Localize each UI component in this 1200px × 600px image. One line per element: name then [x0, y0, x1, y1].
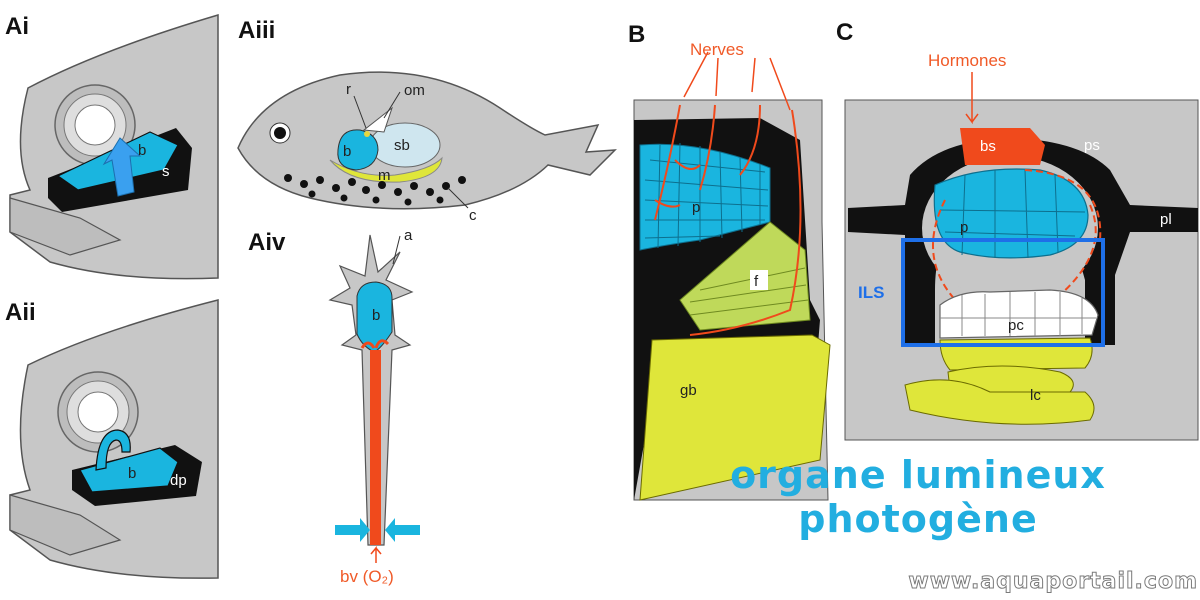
jaw-ai: [9, 197, 122, 256]
label-aiii-m: m: [378, 167, 391, 184]
blood-vessel-aiv: [370, 350, 381, 545]
title-line1: organe lumineux: [730, 453, 1106, 497]
hormone-arrow-icon: [965, 72, 979, 125]
label-ai-s: s: [162, 163, 170, 180]
title-line2: photogène: [798, 497, 1037, 541]
o2-arrow-icon: [370, 545, 382, 563]
photocyte-p-b: [639, 143, 771, 251]
label-aiii-c: c: [469, 207, 477, 224]
label-aii-dp: dp: [170, 472, 187, 489]
leader-a-aiv: [392, 235, 401, 265]
label-c-p: p: [960, 219, 968, 236]
panel-label-aii: Aii: [5, 299, 36, 326]
nerve-arrows-icon: [683, 51, 791, 111]
label-aiii-om: om: [404, 82, 425, 99]
fish-pupil-aiii: [274, 127, 286, 139]
leader-om-aiii: [383, 91, 401, 119]
label-b-nerves: Nerves: [690, 40, 744, 59]
label-c-hormones: Hormones: [928, 51, 1006, 70]
organ-b-aiv: [356, 281, 393, 353]
panel-aiii: Aiii r om b sb m c: [237, 17, 617, 224]
label-aiv-a: a: [404, 227, 413, 244]
panel-c: C Hormones bs ps p pl ILS pc lc: [836, 19, 1199, 441]
jaw-aii: [9, 494, 122, 556]
label-c-ils: ILS: [858, 283, 884, 302]
label-aii-b: b: [128, 465, 136, 482]
eye-pupil-ai: [74, 104, 116, 146]
layer-lc-1: [939, 337, 1093, 371]
arrow-icon-ai: [102, 137, 142, 197]
capillaries-aiv: [360, 339, 390, 349]
label-aiv-bv: bv (O₂): [340, 567, 394, 586]
leader-c-aiii: [447, 187, 469, 209]
panel-label-aiii: Aiii: [238, 17, 275, 44]
photophore-dots-aiii: [284, 174, 466, 206]
cells-pc-c: [939, 289, 1099, 339]
gland-bs-c: [960, 128, 1045, 165]
label-b-f-bg: [750, 270, 768, 290]
hormone-paths-c: [932, 169, 1102, 306]
panel-aiv: Aiv a b bv (O₂): [248, 227, 420, 586]
nerve-fibers-b: [654, 104, 802, 336]
filter-f-b: [679, 221, 811, 331]
panel-label-c: C: [836, 19, 853, 46]
label-ai-b: b: [138, 142, 146, 159]
label-c-lc: lc: [1030, 387, 1041, 404]
reflector-r-aiii: [362, 106, 394, 133]
label-c-bs: bs: [980, 138, 996, 155]
ils-frame-c: [901, 238, 1105, 347]
website-watermark: www.aquaportail.com: [908, 569, 1198, 594]
compress-arrow-right-icon: [385, 518, 420, 542]
panel-ai: Ai b s: [5, 13, 219, 280]
organ-loop-aii: [95, 429, 131, 471]
label-aiii-b: b: [343, 143, 351, 160]
label-b-gb: gb: [680, 382, 697, 399]
pc-cell-lines-c: [940, 292, 1096, 336]
label-aiv-b: b: [372, 307, 380, 324]
label-aiii-r: r: [346, 81, 351, 98]
panel-label-ai: Ai: [5, 13, 29, 40]
label-c-pl: pl: [1160, 211, 1172, 228]
cell-lines-c: [939, 169, 1086, 259]
label-aiii-sb: sb: [394, 137, 410, 154]
label-c-ps: ps: [1084, 137, 1100, 154]
eye-pupil-aii: [77, 391, 119, 433]
leader-r-aiii: [353, 95, 367, 129]
panel-label-aiv: Aiv: [248, 229, 286, 256]
panel-label-b: B: [628, 21, 645, 48]
label-b-p: p: [692, 199, 700, 216]
organ-b-aii: [79, 447, 179, 493]
compress-arrow-left-icon: [335, 518, 370, 542]
gall-gb-b: [639, 334, 831, 501]
organ-dot-aiii: [364, 131, 370, 137]
panel-b: B Nerves p f gb: [628, 21, 831, 501]
label-b-f: f: [754, 273, 759, 290]
organ-m-aiii: [329, 156, 443, 183]
panel-aii: Aii b dp: [5, 299, 219, 579]
organ-b-aiii: [337, 129, 379, 171]
layer-lc-3: [904, 379, 1095, 425]
cell-grid-b: [644, 142, 769, 249]
photocytes-p-c: [933, 168, 1089, 259]
label-c-pc: pc: [1008, 317, 1024, 334]
